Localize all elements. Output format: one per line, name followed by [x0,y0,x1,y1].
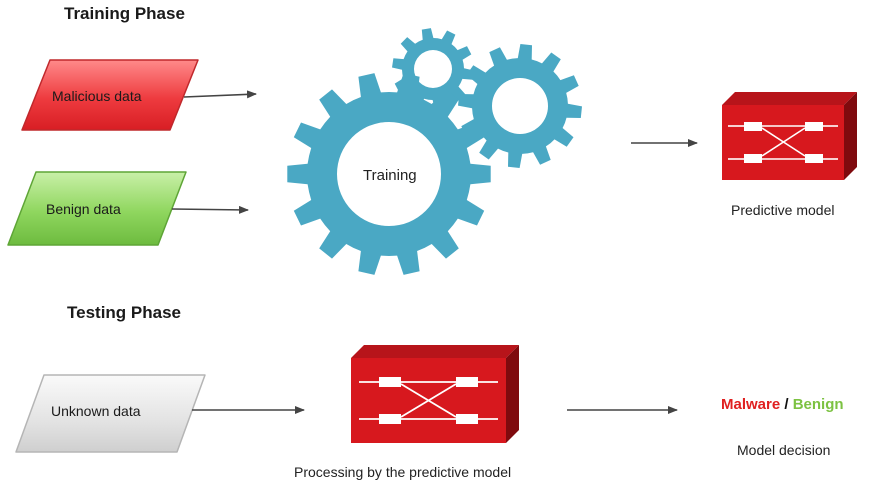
benign-data-label: Benign data [46,201,121,217]
training-phase-title: Training Phase [64,4,185,23]
model-decision-caption: Model decision [737,442,831,458]
network-switch-icon [351,345,519,443]
malware-label: Malware [721,396,781,413]
training-gear-label: Training [363,167,417,184]
model-decision-result: Malware / Benign [721,396,844,413]
benign-data-shape [7,171,187,246]
unknown-data-label: Unknown data [51,403,141,419]
malicious-data-shape [21,59,199,131]
gears-icon [287,28,582,275]
processing-caption: Processing by the predictive model [294,464,512,480]
testing-phase-title: Testing Phase [67,303,181,322]
decision-separator: / [780,396,793,413]
arrow-icon [171,205,249,214]
predictive-model-caption: Predictive model [731,202,835,218]
malicious-data-label: Malicious data [52,88,142,104]
arrow-icon [183,90,257,99]
large-gear-icon [287,73,491,275]
medium-gear-icon [458,44,582,168]
unknown-data-shape [15,374,206,453]
benign-label: Benign [792,396,844,413]
network-switch-icon [722,92,857,180]
